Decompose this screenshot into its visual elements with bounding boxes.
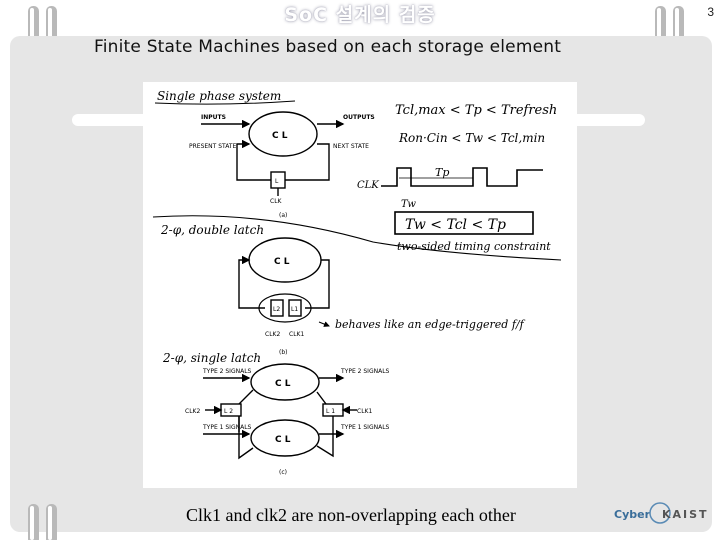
double-latch-title: 2-φ, double latch bbox=[160, 223, 264, 237]
page-number: 3 bbox=[707, 5, 714, 19]
timing-equation-1: Tcl,max < Tp < Trefresh bbox=[395, 103, 557, 118]
clk2-label-c: CLK2 bbox=[185, 408, 200, 415]
inputs-label: INPUTS bbox=[201, 114, 226, 121]
cl-label-c-top: C L bbox=[275, 379, 291, 389]
timing-clk-label: CLK bbox=[357, 180, 379, 191]
cl-block-c-top bbox=[250, 363, 320, 401]
cl-label-c-bottom: C L bbox=[275, 435, 291, 445]
single-latch-title: 2-φ, single latch bbox=[162, 351, 261, 365]
clk2-label-b: CLK2 bbox=[265, 331, 280, 338]
outputs-label: OUTPUTS bbox=[343, 114, 375, 121]
present-state-label: PRESENT STATE bbox=[189, 143, 237, 150]
latch-label-a: L bbox=[275, 178, 279, 185]
type1-out-label: TYPE 1 SIGNALS bbox=[340, 424, 390, 431]
single-phase-title: Single phase system bbox=[157, 89, 281, 103]
tp-label: Tp bbox=[435, 166, 449, 179]
clk1-label-b: CLK1 bbox=[289, 331, 304, 338]
cl-label-a: C L bbox=[272, 131, 288, 141]
slide-heading: Finite State Machines based on each stor… bbox=[94, 37, 562, 57]
sub-label-c: (c) bbox=[279, 469, 287, 476]
clk-waveform bbox=[381, 167, 543, 187]
cl-block-a bbox=[248, 111, 318, 157]
slide-title: SoC 설계의 검증 bbox=[284, 4, 436, 26]
type2-out-label: TYPE 2 SIGNALS bbox=[340, 368, 390, 375]
logo-text-left: Cyber bbox=[614, 508, 651, 521]
clk-label-a: CLK bbox=[270, 198, 283, 205]
sub-label-b: (b) bbox=[279, 349, 288, 356]
two-sided-constraint-label: two-sided timing constraint bbox=[397, 240, 551, 253]
bottom-left-pillar-decoration bbox=[28, 504, 57, 540]
edge-triggered-note: behaves like an edge-triggered f/f bbox=[335, 318, 526, 331]
timing-equation-2: Ron·Cin < Tw < Tcl,min bbox=[398, 131, 545, 145]
type1-in-label: TYPE 1 SIGNALS bbox=[202, 424, 252, 431]
latch-l2-box-b bbox=[270, 299, 284, 317]
latch-pair-highlight bbox=[258, 293, 312, 323]
timing-constraint-box bbox=[394, 211, 534, 235]
l1-label-c: L 1 bbox=[326, 408, 335, 415]
fsm-diagram: Single phase system C L INPUTS OUTPUTS L… bbox=[152, 89, 562, 476]
latch-l1-box-b bbox=[288, 299, 302, 317]
l2-label-c: L 2 bbox=[224, 408, 233, 415]
cl-block-c-bottom bbox=[250, 419, 320, 457]
cl-label-b: C L bbox=[274, 257, 290, 267]
boxed-timing-equation: Tw < Tcl < Tp bbox=[405, 217, 506, 233]
type2-in-label: TYPE 2 SIGNALS bbox=[202, 368, 252, 375]
fsm-diagram-figure: Single phase system C L INPUTS OUTPUTS L… bbox=[143, 82, 577, 488]
clk1-label-c: CLK1 bbox=[357, 408, 372, 415]
figure-caption: Clk1 and clk2 are non-overlapping each o… bbox=[186, 505, 516, 525]
tw-label: Tw bbox=[401, 199, 416, 210]
l2-label-b: L2 bbox=[273, 306, 280, 313]
logo-emblem bbox=[649, 502, 671, 524]
l1-label-b: L1 bbox=[291, 306, 298, 313]
sub-label-a: (a) bbox=[279, 212, 287, 219]
logo-text-right: KAIST bbox=[662, 508, 709, 521]
next-state-label: NEXT STATE bbox=[333, 143, 369, 150]
cyber-kaist-logo: Cyber KAIST bbox=[614, 502, 709, 524]
